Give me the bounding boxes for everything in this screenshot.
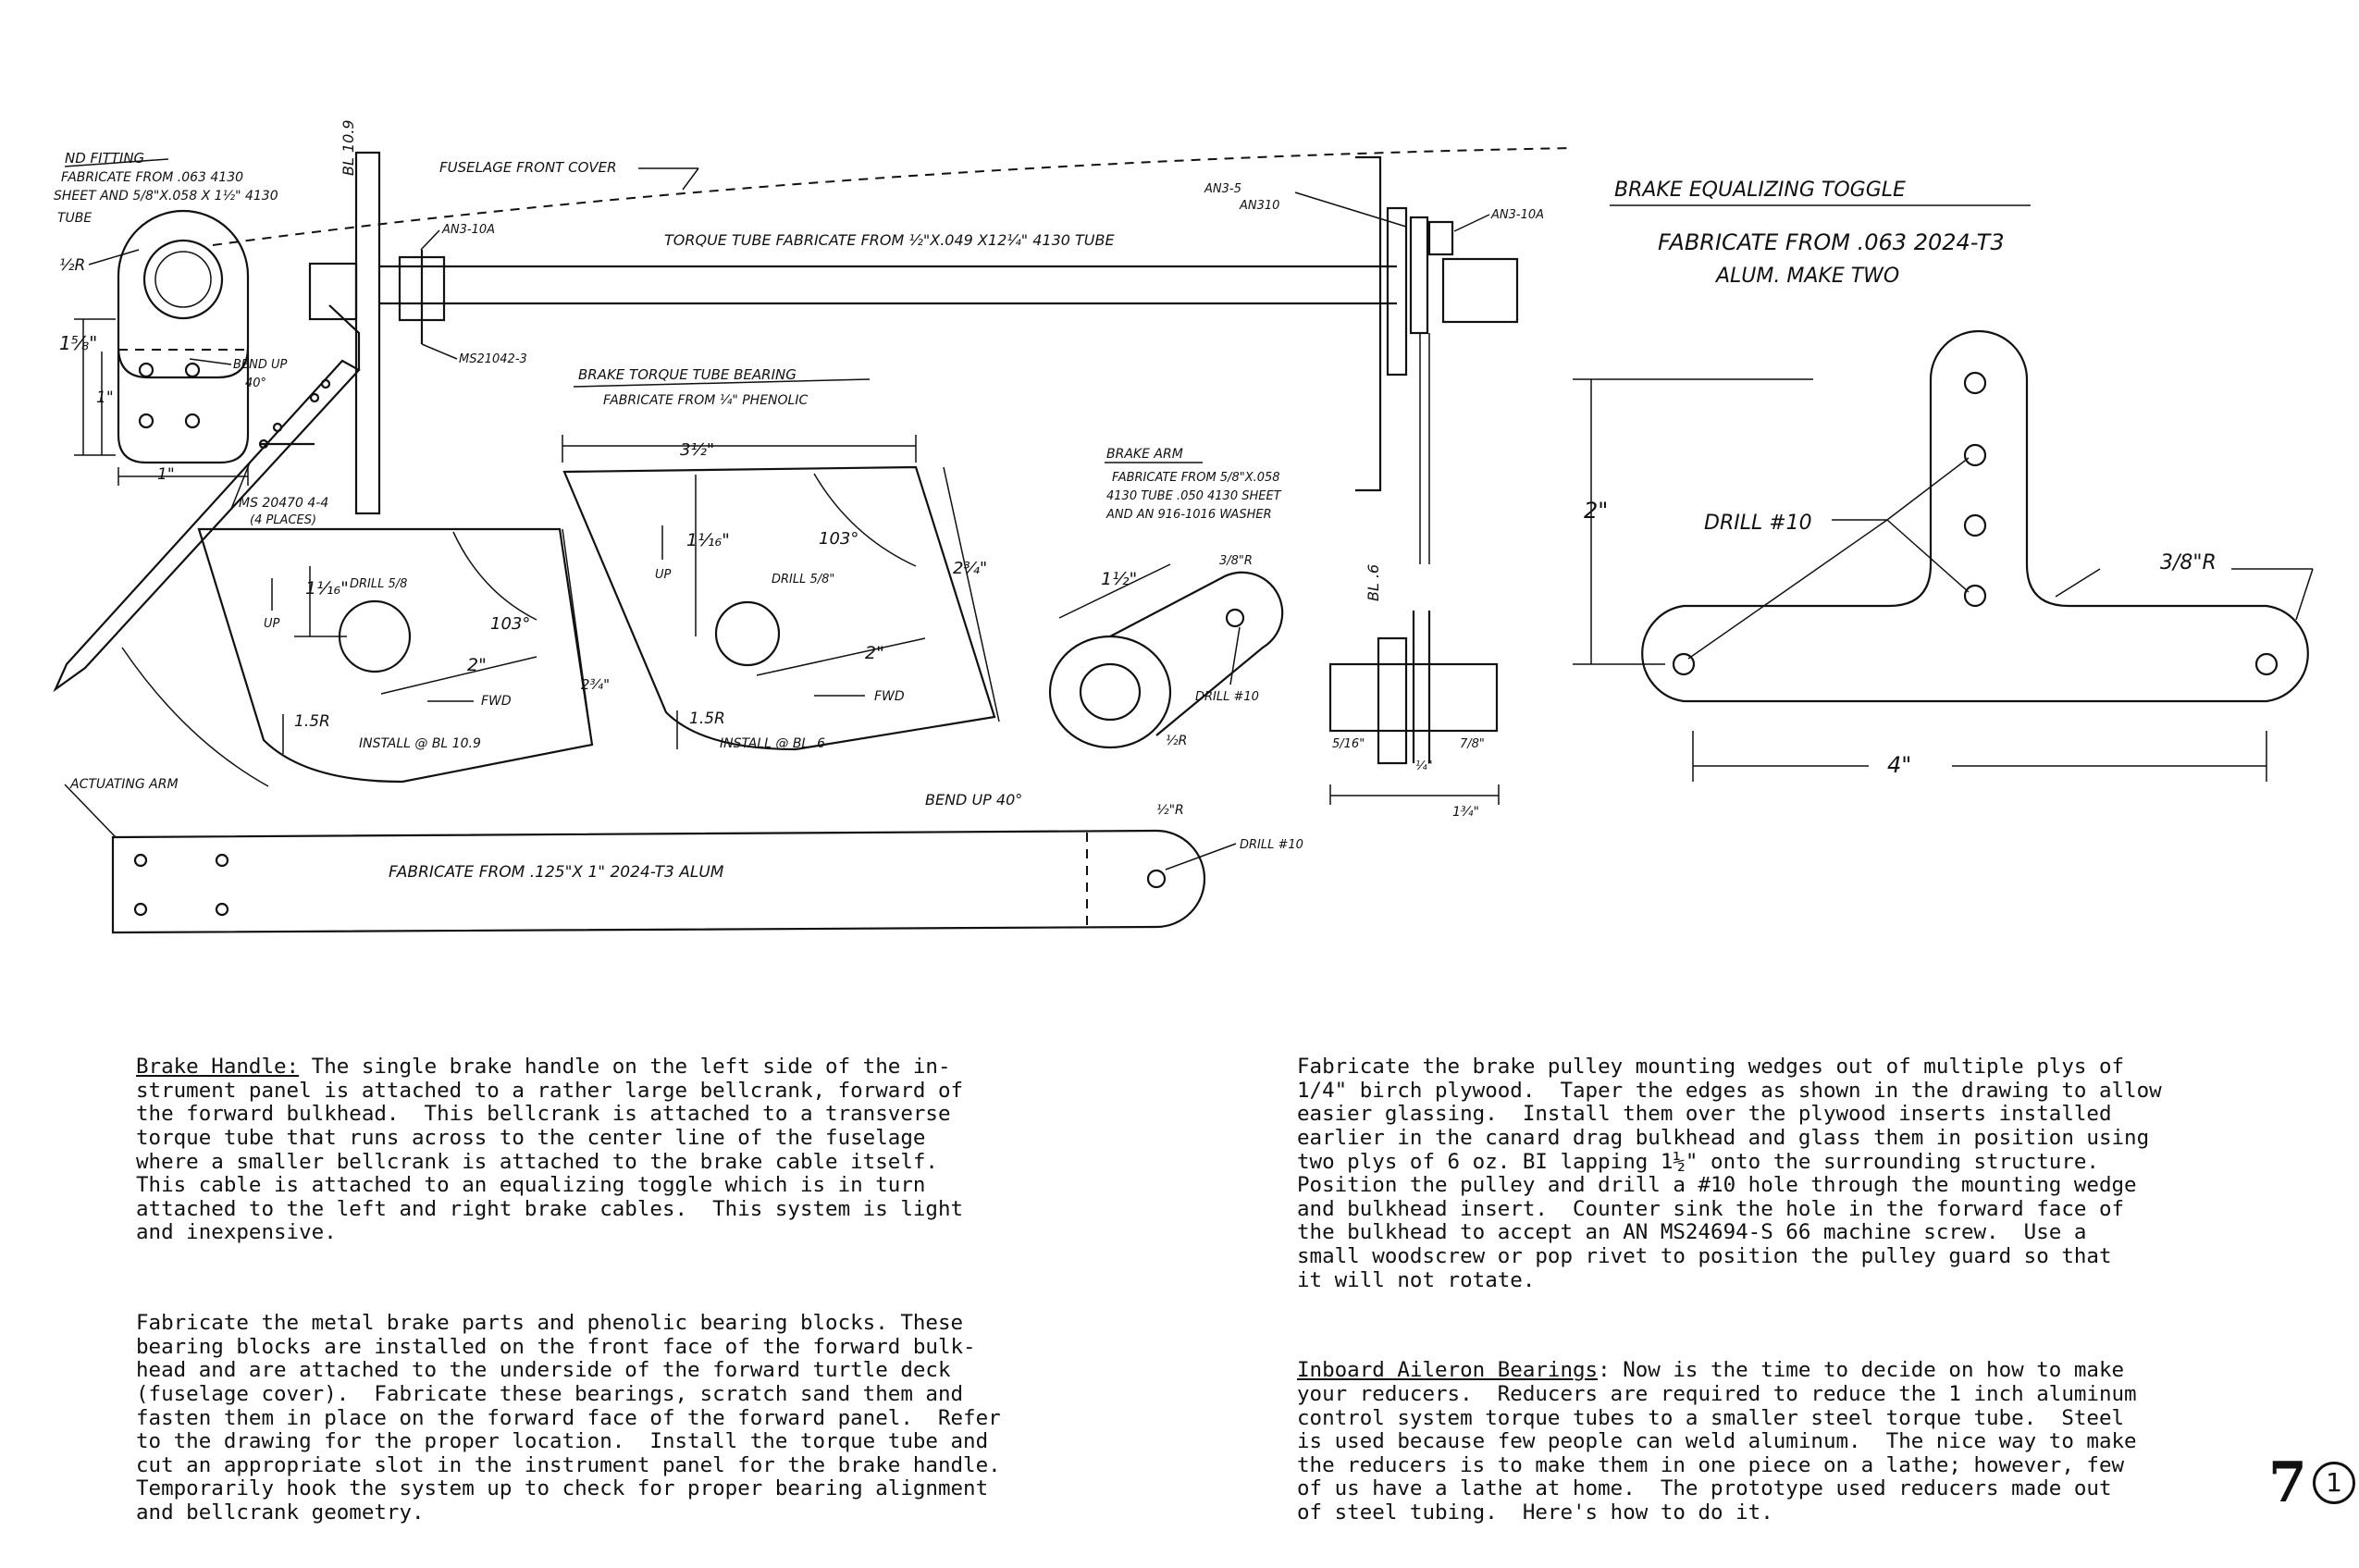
toggle-line1: FABRICATE FROM .063 2024-T3 (1658, 229, 2005, 255)
bl-10-9-label: BL 10.9 (340, 119, 357, 176)
bearing-right-dim-2: 2" (865, 643, 884, 663)
nd-fitting-dim-width: 1" (157, 465, 175, 484)
brake-arm-line1: FABRICATE FROM 5/8"X.058 (1112, 471, 1280, 485)
bearing-right-dim-up: 1⅟₁₆" (686, 530, 730, 550)
ms20470-places: (4 PLACES) (250, 513, 316, 527)
an3-10a-right: AN3-10A (1490, 208, 1544, 222)
brake-arm-line2: 4130 TUBE .050 4130 SHEET (1106, 489, 1282, 503)
bearing-left-radius: 1.5R (294, 712, 330, 731)
bearing-right-drill: DRILL 5/8" (772, 573, 834, 586)
text-column-left: Brake Handle: The single brake handle on… (136, 1008, 1001, 1568)
nd-fitting-dim-height: 1⅝" (59, 332, 97, 354)
bearing-left: 1⅟₁₆" UP DRILL 5/8 103° 2" FWD 2¾" 1.5R … (197, 527, 610, 784)
brake-arm-title: BRAKE ARM (1106, 447, 1183, 462)
bearing-left-up: UP (264, 617, 280, 631)
actuating-arm-fabricate: FABRICATE FROM .125"X 1" 2024-T3 ALUM (389, 863, 724, 882)
toggle-dim-width: 4" (1887, 752, 1911, 778)
bearing-right-angle: 103° (819, 529, 858, 549)
bearing-title: BRAKE TORQUE TUBE BEARING (578, 366, 797, 383)
pulley-dim-left: 5/16" (1332, 737, 1365, 751)
brake-handle-line: attached to the left and right brake cab… (136, 1196, 964, 1221)
toggle-dim-height: 2" (1584, 498, 1608, 524)
brake-handle-assembly: MS 20470 4-4 (4 PLACES) (53, 304, 361, 787)
nd-fitting-line3: TUBE (57, 211, 92, 226)
bearing-left-install: INSTALL @ BL 10.9 (359, 736, 481, 751)
bearing-right-fwd: FWD (874, 689, 905, 704)
ms21042-label: MS21042-3 (459, 352, 527, 366)
brake-arm: BRAKE ARM FABRICATE FROM 5/8"X.058 4130 … (1048, 447, 1284, 749)
pulley-detail: 5/16" ¼" 7/8" 1¾" (1328, 611, 1500, 820)
text-column-right: Fabricate the brake pulley mounting wedg… (1297, 1008, 2162, 1568)
toggle-drawing: BRAKE EQUALIZING TOGGLE FABRICATE FROM .… (1573, 179, 2314, 782)
fabricate-paragraph: Fabricate the metal brake parts and phen… (136, 1311, 1001, 1525)
toggle-radius: 3/8"R (2160, 551, 2217, 574)
brake-arm-radius-top: 3/8"R (1219, 554, 1253, 568)
ms20470-label: MS 20470 4-4 (239, 496, 328, 511)
brake-arm-radius-bottom: ½R (1166, 734, 1187, 748)
nd-fitting-bend-angle: 40° (245, 377, 266, 390)
toggle-drill: DRILL #10 (1704, 512, 1812, 535)
pulley-dim-mid: ¼" (1415, 759, 1433, 773)
actuating-arm-radius: ½"R (1156, 803, 1184, 818)
brake-handle-line: This cable is attached to an equalizing … (136, 1173, 926, 1198)
bulkhead-lines: BL 10.9 BL .6 (340, 119, 1382, 601)
bearing-right-install: INSTALL @ BL .6 (720, 736, 825, 751)
nd-fitting-line1: FABRICATE FROM .063 4130 (61, 170, 243, 185)
bl-6-label: BL .6 (1365, 564, 1382, 601)
nd-fitting-bend: BEND UP (233, 358, 288, 372)
technical-drawing: ND FITTING FABRICATE FROM .063 4130 SHEE… (53, 119, 2314, 934)
bearing-right-dim-side: 2¾" (953, 559, 987, 578)
nd-fitting: ND FITTING FABRICATE FROM .063 4130 SHEE… (54, 150, 288, 486)
actuating-arm-drill: DRILL #10 (1240, 838, 1303, 852)
brake-handle-line: the forward bulkhead. This bellcrank is … (136, 1102, 951, 1127)
brake-handle-line: torque tube that runs across to the cent… (136, 1125, 926, 1150)
chapter-number: 1 (2313, 1462, 2355, 1504)
toggle-line2: ALUM. MAKE TWO (1714, 265, 1899, 288)
aileron-bearings-rest: your reducers. Reducers are required to … (1297, 1381, 2137, 1525)
actuating-arm-label: ACTUATING ARM (69, 777, 179, 792)
page-number: 7 (2268, 1451, 2307, 1515)
pulley-wedge-paragraph: Fabricate the brake pulley mounting wedg… (1297, 1055, 2162, 1292)
brake-handle-line: strument panel is attached to a rather l… (136, 1078, 964, 1103)
aileron-bearings-heading: Inboard Aileron Bearings (1297, 1358, 1599, 1383)
actuating-arm-bend: BEND UP 40° (925, 791, 1022, 809)
actuating-arm: ACTUATING ARM FABRICATE FROM .125"X 1" 2… (64, 777, 1303, 934)
brake-arm-line3: AND AN 916-1016 WASHER (1105, 508, 1272, 522)
pulley-dim-right: 7/8" (1460, 737, 1485, 751)
brake-handle-line: The single brake handle on the left side… (299, 1055, 951, 1080)
aileron-bearings-paragraph: Inboard Aileron Bearings: Now is the tim… (1297, 1359, 2162, 1525)
an3-10a-left: AN3-10A (441, 223, 495, 237)
aileron-bearings-first-line: : Now is the time to decide on how to ma… (1598, 1358, 2125, 1383)
bearing-right-radius: 1.5R (689, 710, 725, 728)
bearing-left-fwd: FWD (481, 694, 512, 709)
nd-fitting-line2: SHEET AND 5/8"X.058 X 1½" 4130 (54, 189, 278, 204)
bearing-left-dim-up: 1⅟₁₆" (305, 578, 349, 599)
bearing-right-up: UP (655, 568, 672, 582)
brake-handle-heading: Brake Handle: (136, 1055, 300, 1080)
bearing-left-dim-side: 2¾" (581, 676, 610, 693)
toggle-title: BRAKE EQUALIZING TOGGLE (1614, 179, 1906, 202)
bearing-sub: FABRICATE FROM ¼" PHENOLIC (603, 393, 808, 408)
brake-arm-drill: DRILL #10 (1195, 690, 1259, 704)
fuselage-cover-label: FUSELAGE FRONT COVER (439, 159, 617, 176)
brake-handle-line: and inexpensive. (136, 1220, 337, 1245)
bearing-left-angle: 103° (490, 614, 530, 634)
an310-label: AN310 (1239, 199, 1279, 213)
torque-tube: TORQUE TUBE FABRICATE FROM ½"X.049 X12¼"… (308, 182, 1544, 564)
brake-arm-dim: 1½" (1101, 569, 1137, 589)
bearing-left-dim-2: 2" (467, 655, 487, 675)
bearing-right: 3½" 1⅟₁₆" UP DRILL 5/8" 103° 2" FWD 2¾" … (562, 435, 1000, 751)
brake-handle-paragraph: Brake Handle: The single brake handle on… (136, 1055, 1001, 1245)
fuselage-cover: FUSELAGE FRONT COVER (212, 147, 1574, 246)
nd-fitting-radius: ½R (59, 256, 85, 275)
brake-handle-line: where a smaller bellcrank is attached to… (136, 1149, 938, 1174)
pulley-dim-total: 1¾" (1452, 805, 1479, 820)
bearing-left-drill: DRILL 5/8 (350, 577, 407, 591)
nd-fitting-dim-inner: 1" (96, 389, 114, 407)
bearing-right-dim-top: 3½" (680, 440, 714, 460)
an3-5-label: AN3-5 (1204, 182, 1241, 196)
torque-tube-label: TORQUE TUBE FABRICATE FROM ½"X.049 X12¼"… (664, 231, 1115, 249)
